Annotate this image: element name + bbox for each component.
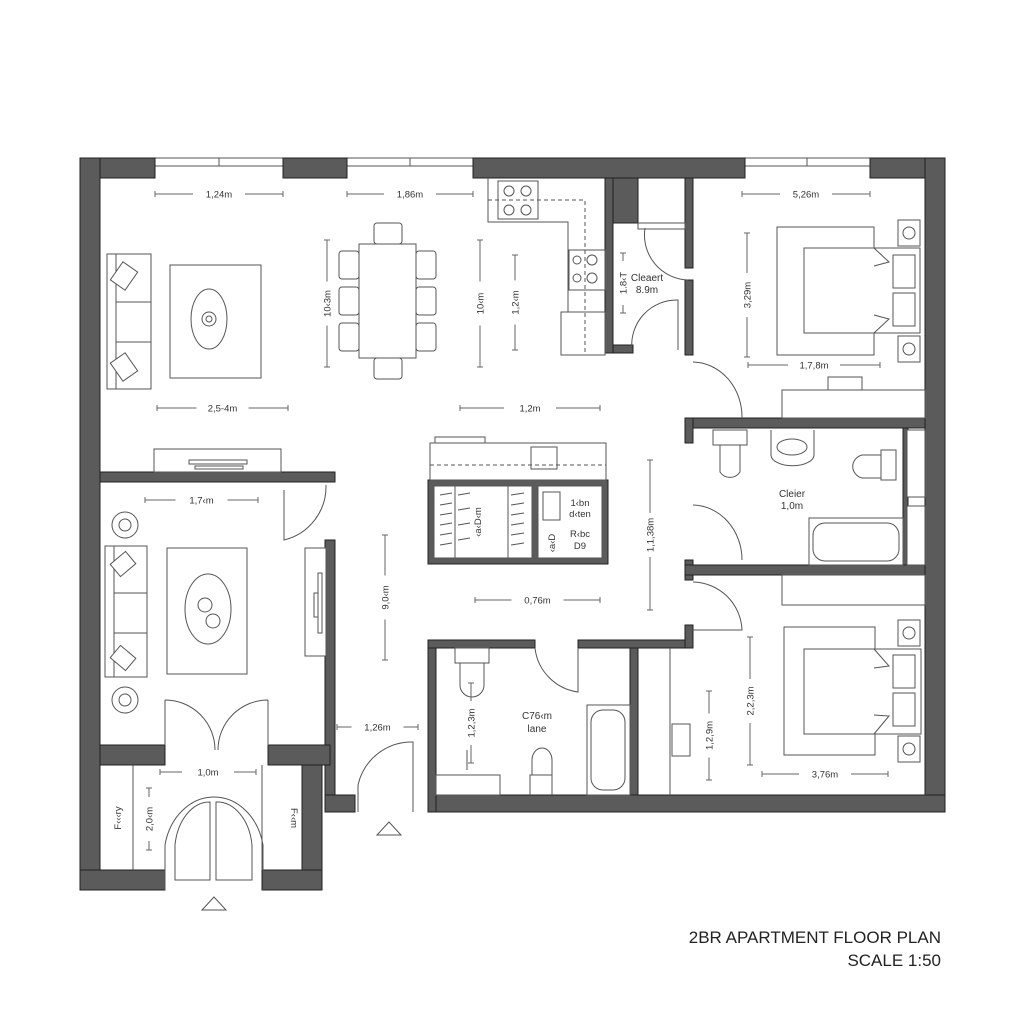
- entry-right-label: F‹‹m: [288, 808, 299, 828]
- dimension-label: 1,7,8m: [799, 361, 828, 372]
- dimension-line: [761, 771, 889, 777]
- entry-vestibule: F‹‹‹ry F‹‹m: [113, 765, 403, 911]
- dimension-label: 1,24m: [206, 190, 232, 201]
- bathroom-2: C76‹m lane: [435, 647, 631, 796]
- bedroom-1: [692, 219, 926, 419]
- kitchen: [487, 178, 606, 356]
- storage-unit: ‹a‹D‹m 1‹bn d‹ten R‹bc D9 ‹a‹D: [427, 479, 609, 565]
- dimension-line: [144, 497, 259, 503]
- storage-label-b1: 1‹bn: [570, 498, 589, 509]
- storage-label-b2: d‹ten: [569, 509, 591, 520]
- dimension-line: [747, 636, 753, 766]
- dimension-line: [346, 191, 474, 197]
- dimension-label: 1.8‹T: [619, 272, 630, 294]
- dimension-label: 10‹3m: [323, 290, 334, 317]
- dimension-label: 5,26m: [793, 190, 819, 201]
- dimension-label: 1,7‹m: [189, 496, 213, 507]
- storage-label-d: ‹a‹D: [547, 534, 558, 553]
- kitchen-island: [429, 436, 607, 481]
- bath1-size: 1,0m: [781, 501, 803, 512]
- dimension-line: [474, 597, 601, 603]
- dimension-label: 2,5-4m: [208, 404, 238, 415]
- closet-name: Cleaert: [631, 273, 663, 284]
- dimension-label: 1,2m: [519, 404, 540, 415]
- dimension-line: [146, 787, 152, 851]
- bedroom-2: [669, 574, 926, 795]
- dimension-line: [706, 690, 712, 781]
- dimension-line: [159, 769, 257, 775]
- storage-label-c2: D9: [574, 541, 586, 552]
- dimension-line: [744, 232, 750, 358]
- title-text: 2BR APARTMENT FLOOR PLAN: [688, 928, 941, 947]
- dimension-line: [468, 682, 474, 764]
- dimension-label: 1,0m: [197, 768, 218, 779]
- storage-label-a: ‹a‹D‹m: [473, 507, 484, 537]
- dimension-line: [324, 239, 330, 368]
- dimension-line: [382, 534, 388, 661]
- dimension-line: [647, 459, 653, 611]
- dimension-label: 1,2‹m: [511, 290, 522, 314]
- dimension-label: 1,2,3m: [467, 708, 478, 737]
- dimension-label: 3,29m: [743, 282, 754, 308]
- dimension-label: 10‹m: [476, 293, 487, 315]
- entry-left-label: F‹‹‹ry: [113, 806, 124, 829]
- bath2-size: lane: [528, 724, 547, 735]
- bath2-name: C76‹m: [522, 711, 552, 722]
- dimension-label: 3,76m: [812, 770, 838, 781]
- living-room: [106, 222, 437, 473]
- dimension-label: 1,1,38m: [646, 518, 657, 552]
- dimension-label: 9,0‹m: [381, 585, 392, 609]
- dimension-line: [156, 405, 289, 411]
- closet-size: 8.9m: [636, 285, 658, 296]
- dimension-line: [747, 362, 881, 368]
- dimension-label: 1,2,9m: [705, 721, 716, 750]
- closet: Cleaert 8.9m: [631, 222, 689, 351]
- dimension-line: [154, 191, 284, 197]
- bath1-name: Cleier: [779, 489, 806, 500]
- scale-text: SCALE 1:50: [847, 951, 941, 970]
- entrance-arrow-icon: [375, 821, 403, 836]
- second-living-room: [104, 484, 327, 751]
- dimension-label: 0,76m: [524, 596, 550, 607]
- bathroom-1: Cleier 1,0m: [692, 429, 926, 566]
- door: [357, 741, 414, 812]
- entrance-arrow-icon: [200, 896, 228, 911]
- storage-label-c1: R‹bc: [570, 529, 590, 540]
- dimension-line: [477, 239, 483, 368]
- dimension-label: 2,2,3m: [746, 686, 757, 715]
- dimension-lines: 1,24m 1,86m 2,5-4m 1,2m 5,26m 1,7,8m 1,7‹m 0,76…: [144, 190, 889, 851]
- dimension-label: 1,86m: [397, 190, 423, 201]
- dimension-label: 1,26m: [364, 723, 390, 734]
- dimension-line: [620, 252, 626, 314]
- dimension-line: [512, 254, 518, 351]
- dimension-line: [741, 191, 871, 197]
- dimension-line: [459, 405, 601, 411]
- walls: [79, 157, 946, 891]
- dimension-label: 2,0‹m: [145, 807, 156, 831]
- drawing-title: 2BR APARTMENT FLOOR PLAN SCALE 1:50: [0, 926, 941, 972]
- dimension-line: [336, 724, 419, 730]
